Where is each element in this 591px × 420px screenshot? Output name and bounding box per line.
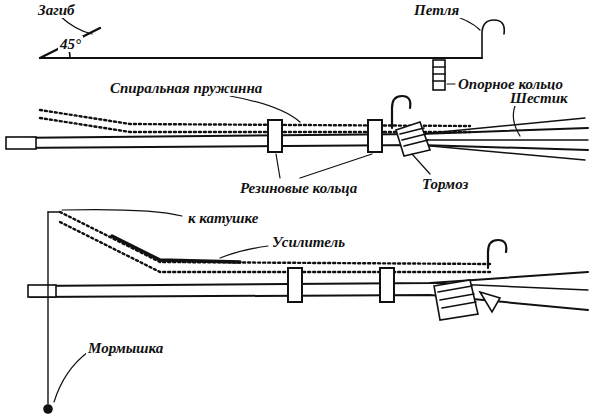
leader-lines (230, 96, 520, 178)
part-label: Резиновые кольца (238, 180, 359, 196)
part-label: к катушке (186, 210, 260, 226)
assembled-rod (6, 96, 588, 160)
part-label: Загиб (36, 2, 77, 18)
leader-lines (54, 210, 268, 402)
part-label: Тормоз (420, 176, 470, 192)
part-label: Петля (412, 2, 461, 18)
fishing-rig (28, 212, 588, 413)
part-label: Усилитель (270, 234, 347, 250)
part-label: Мормышка (86, 340, 165, 356)
part-label: Шестик (508, 90, 570, 106)
leader-lines (60, 14, 480, 84)
part-label: Спиральная пружинна (108, 80, 264, 96)
part-label: 45° (58, 36, 83, 52)
